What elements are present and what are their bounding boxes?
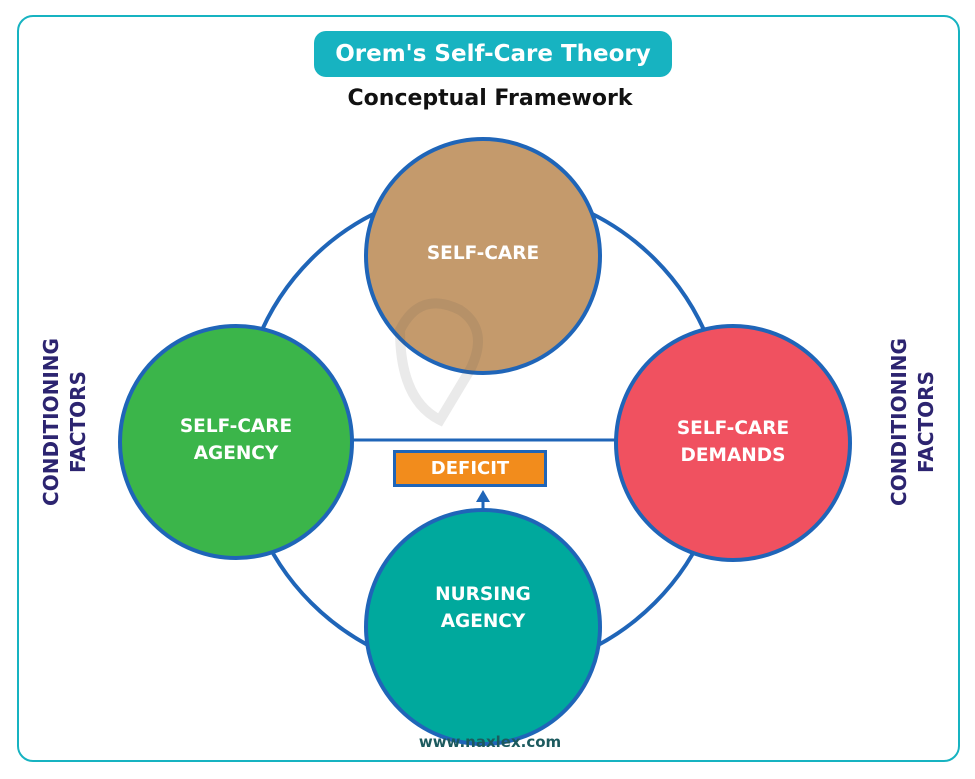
right-side-label: CONDITIONING FACTORS: [887, 338, 938, 506]
node-self-care-demands: [614, 324, 852, 562]
node-self-care: [364, 137, 602, 375]
left-conditioning-text: CONDITIONING: [39, 338, 63, 506]
right-factors-text: FACTORS: [914, 371, 938, 473]
node-self-care-agency-label-1: SELF-CARE: [180, 416, 292, 437]
page-title: Orem's Self-Care Theory: [335, 41, 651, 67]
node-self-care-agency-label-2: AGENCY: [194, 443, 279, 464]
left-side-label: CONDITIONING FACTORS: [39, 338, 90, 506]
node-nursing-agency: [364, 508, 602, 746]
page-subtitle: Conceptual Framework: [347, 86, 633, 111]
node-self-care-demands-label-1: SELF-CARE: [677, 418, 789, 439]
deficit-label: DEFICIT: [430, 458, 510, 479]
node-nursing-agency-label-1: NURSING: [435, 584, 531, 605]
node-self-care-demands-label-2: DEMANDS: [681, 445, 786, 466]
left-factors-text: FACTORS: [66, 371, 90, 473]
node-self-care-label: SELF-CARE: [427, 243, 539, 264]
up-arrow-icon: [476, 490, 490, 502]
right-conditioning-text: CONDITIONING: [887, 338, 911, 506]
deficit-box: DEFICIT: [393, 450, 547, 487]
diagram-frame: [17, 15, 960, 762]
node-self-care-agency: [118, 324, 354, 560]
title-banner: Orem's Self-Care Theory: [314, 31, 672, 77]
watermark-logo: [394, 298, 483, 427]
footer-url[interactable]: www.naxlex.com: [418, 733, 562, 751]
node-nursing-agency-label-2: AGENCY: [441, 611, 526, 632]
